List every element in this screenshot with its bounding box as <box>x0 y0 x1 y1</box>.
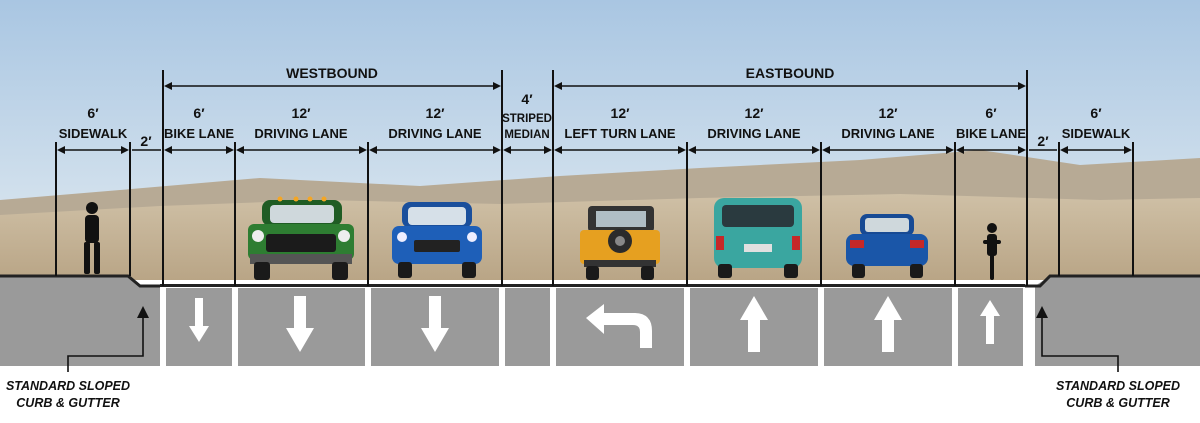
dimension-arrowheads <box>57 82 1132 154</box>
left-curb-line <box>0 274 160 288</box>
curb-note-right-line2: CURB & GUTTER <box>1066 396 1169 410</box>
sidewalk-west-width: 6′ <box>87 105 99 121</box>
dimension-extension-lines <box>55 70 1134 286</box>
driving-lane-east1-width: 12′ <box>745 105 765 121</box>
left-turn-lane-width: 12′ <box>611 105 631 121</box>
lane-arrow-up-icon <box>874 296 902 352</box>
pedestrian-icon <box>84 202 100 274</box>
right-sidewalk-slab <box>1035 276 1200 366</box>
driving-lane-east2-name: DRIVING LANE <box>841 126 935 141</box>
gutter-west-width: 2′ <box>140 133 152 149</box>
curb-note-left-line2: CURB & GUTTER <box>16 396 119 410</box>
driving-lane-east1-name: DRIVING LANE <box>707 126 801 141</box>
median-width: 4′ <box>521 91 533 107</box>
driving-lane-west1-width: 12′ <box>292 105 312 121</box>
sidewalk-west-name: SIDEWALK <box>59 126 128 141</box>
bike-lane-west-width: 6′ <box>193 105 205 121</box>
lane-block-median <box>505 288 550 366</box>
eastbound-label: EASTBOUND <box>746 65 835 81</box>
bike-lane-west-arrow-down-icon <box>189 298 209 342</box>
green-pickup-truck <box>248 196 354 280</box>
cyclist-icon <box>983 223 1001 280</box>
right-curb-line <box>1025 274 1200 288</box>
curb-note-left-line1: STANDARD SLOPED <box>6 379 130 393</box>
lane-arrow-up-icon <box>740 296 768 352</box>
right-curb-pointer <box>1041 316 1119 372</box>
teal-van <box>714 198 802 278</box>
left-sidewalk-slab <box>0 276 160 366</box>
road-surface-line <box>160 284 1025 287</box>
left-turn-lane-name: LEFT TURN LANE <box>564 126 676 141</box>
median-name-line1: STRIPED <box>502 113 552 125</box>
lane-arrow-down-icon <box>421 296 449 352</box>
driving-lane-east2-width: 12′ <box>879 105 899 121</box>
bike-lane-east-arrow-up-icon <box>980 300 1000 344</box>
blue-suv <box>392 202 482 278</box>
lane-arrows <box>189 296 1000 352</box>
blue-sedan <box>846 214 928 278</box>
left-curb-pointer-arrow-icon <box>137 306 149 318</box>
bike-lane-west-name: BIKE LANE <box>164 126 234 141</box>
curb-note-pointers <box>67 316 1119 372</box>
right-curb-pointer-arrow-icon <box>1036 306 1048 318</box>
driving-lane-west1-name: DRIVING LANE <box>254 126 348 141</box>
bike-lane-east-width: 6′ <box>985 105 997 121</box>
dimension-lines <box>62 85 1127 151</box>
gutter-east-width: 2′ <box>1037 133 1049 149</box>
sidewalk-east-name: SIDEWALK <box>1062 126 1131 141</box>
westbound-label: WESTBOUND <box>286 65 378 81</box>
yellow-jeep <box>580 206 660 280</box>
curb-note-right-line1: STANDARD SLOPED <box>1056 379 1180 393</box>
left-turn-arrow-icon <box>586 304 652 348</box>
driving-lane-west2-name: DRIVING LANE <box>388 126 482 141</box>
median-name-line2: MEDIAN <box>504 129 549 141</box>
driving-lane-west2-width: 12′ <box>426 105 446 121</box>
sidewalk-east-width: 6′ <box>1090 105 1102 121</box>
lane-block-left-turn <box>556 288 684 366</box>
lane-arrow-down-icon <box>286 296 314 352</box>
bike-lane-east-name: BIKE LANE <box>956 126 1026 141</box>
left-curb-pointer <box>67 316 144 372</box>
